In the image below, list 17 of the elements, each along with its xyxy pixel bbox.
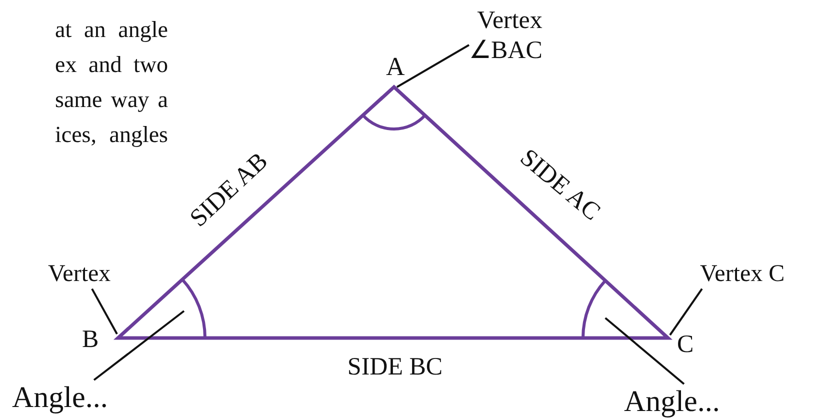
callout-text: Vertex: [48, 260, 111, 289]
callout-text: Vertex C: [700, 260, 785, 289]
leader-line: [604, 317, 685, 385]
paragraph-text: at an angle ex and two same way a ices, angles: [55, 16, 168, 149]
angle-arc: [181, 278, 206, 338]
leader-line: [396, 44, 470, 88]
callout-text: Angle...: [12, 380, 108, 416]
leader-line: [91, 288, 118, 334]
angle-arc: [582, 280, 606, 338]
vertex-label: A: [386, 54, 405, 80]
leader-line: [93, 310, 185, 381]
vertex-label: B: [82, 327, 99, 352]
side-label: SIDE BC: [347, 354, 443, 380]
callout-text: Vertex ∠BAC: [469, 6, 542, 66]
leader-line: [669, 288, 703, 336]
vertex-label: C: [677, 332, 694, 357]
callout-text: Angle...: [624, 384, 720, 419]
